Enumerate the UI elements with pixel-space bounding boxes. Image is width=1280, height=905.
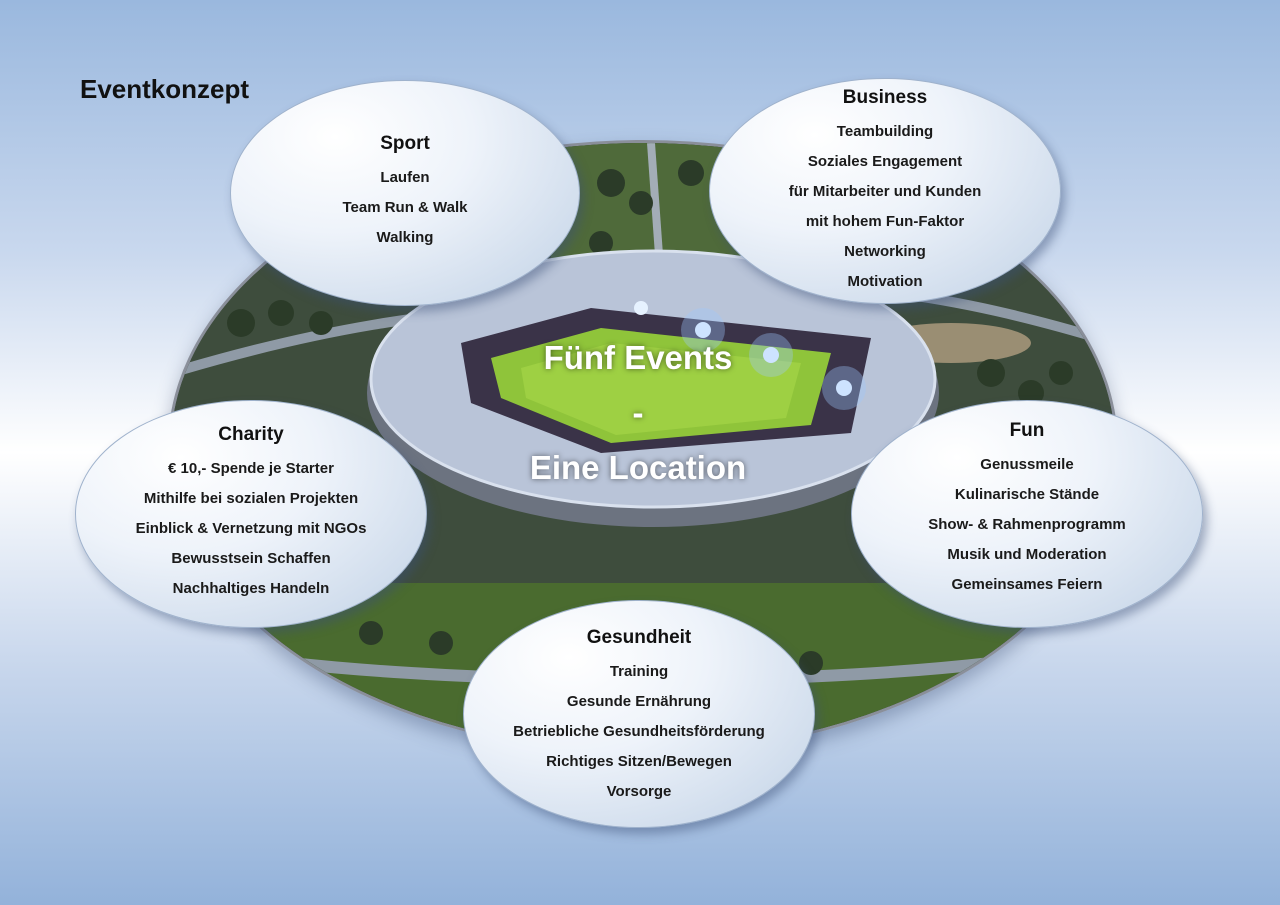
topic-item: Genussmeile — [980, 456, 1074, 473]
topic-title: Sport — [380, 133, 430, 154]
topic-item: Soziales Engagement — [807, 153, 963, 170]
topic-item: Motivation — [847, 273, 923, 290]
topic-items: Laufen Team Run & Walk Walking — [231, 163, 579, 253]
topic-item: Teambuilding — [836, 123, 934, 140]
topic-item: Kulinarische Stände — [954, 486, 1100, 503]
topic-charity: Charity € 10,- Spende je Starter Mithilf… — [75, 400, 427, 628]
topic-item: Nachhaltiges Handeln — [172, 580, 330, 597]
topic-title: Charity — [218, 424, 284, 445]
topic-sport: Sport Laufen Team Run & Walk Walking — [230, 80, 580, 306]
topic-item: Team Run & Walk — [342, 199, 468, 216]
center-line-2: - — [632, 394, 644, 431]
topic-title: Business — [842, 87, 928, 108]
center-line-1: Fünf Events — [543, 339, 733, 376]
topic-item: Vorsorge — [606, 783, 672, 800]
topic-title: Fun — [1009, 420, 1045, 441]
topic-item: für Mitarbeiter und Kunden — [788, 183, 982, 200]
page-title: Eventkonzept — [80, 74, 250, 104]
topic-item: Betriebliche Gesundheitsförderung — [513, 723, 765, 740]
topic-item: Gesunde Ernährung — [566, 693, 712, 710]
topic-business: Business Teambuilding Soziales Engagemen… — [709, 78, 1061, 304]
center-line-3: Eine Location — [529, 449, 747, 486]
topic-items: Training Gesunde Ernährung Betriebliche … — [464, 657, 814, 807]
center-caption: Fünf Events - Eine Location — [488, 330, 788, 495]
topic-items: Teambuilding Soziales Engagement für Mit… — [710, 117, 1060, 297]
topic-items: Genussmeile Kulinarische Stände Show- & … — [852, 450, 1202, 600]
topic-item: Gemeinsames Feiern — [951, 576, 1103, 593]
topic-item: Bewusstsein Schaffen — [171, 550, 331, 567]
topic-fun: Fun Genussmeile Kulinarische Stände Show… — [851, 400, 1203, 628]
topic-item: Mithilfe bei sozialen Projekten — [143, 490, 359, 507]
topic-gesundheit: Gesundheit Training Gesunde Ernährung Be… — [463, 600, 815, 828]
topic-item: Einblick & Vernetzung mit NGOs — [135, 520, 367, 537]
floodlights — [634, 301, 852, 396]
topic-item: Richtiges Sitzen/Bewegen — [546, 753, 732, 770]
topic-item: Training — [609, 663, 669, 680]
topic-items: € 10,- Spende je Starter Mithilfe bei so… — [76, 454, 426, 604]
topic-title: Gesundheit — [586, 627, 692, 648]
topic-item: Musik und Moderation — [947, 546, 1107, 563]
topic-item: Laufen — [380, 169, 430, 186]
topic-item: € 10,- Spende je Starter — [168, 460, 334, 477]
topic-item: Networking — [844, 243, 926, 260]
topic-item: mit hohem Fun-Faktor — [805, 213, 965, 230]
topic-item: Show- & Rahmenprogramm — [928, 516, 1126, 533]
topic-item: Walking — [376, 229, 434, 246]
